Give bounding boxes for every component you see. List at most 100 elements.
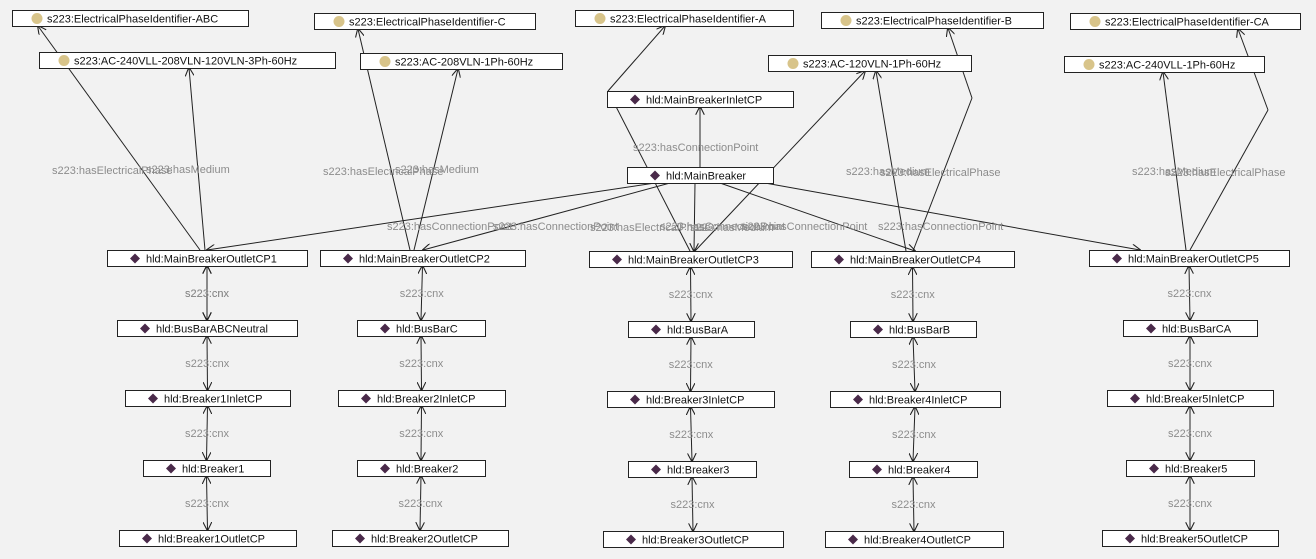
edge-br2-to-out2 <box>420 476 421 530</box>
node-in5[interactable]: hld:Breaker5InletCP <box>1107 390 1274 407</box>
edge-label: s223:cnx <box>669 289 714 301</box>
node-o4[interactable]: hld:MainBreakerOutletCP4 <box>811 251 1015 268</box>
node-out2[interactable]: hld:Breaker2OutletCP <box>332 530 509 547</box>
node-out5[interactable]: hld:Breaker5OutletCP <box>1102 530 1279 547</box>
node-bus4[interactable]: hld:BusBarB <box>850 321 977 338</box>
class-circle-icon <box>1083 59 1095 70</box>
node-label: hld:BusBarB <box>889 325 950 337</box>
edge-label: s223:cnx <box>185 288 230 300</box>
edge-label: s223:cnx <box>399 358 444 370</box>
edge-label: s223:cnx <box>400 288 445 300</box>
node-out4[interactable]: hld:Breaker4OutletCP <box>825 531 1004 548</box>
edge-label: s223:cnx <box>185 288 230 300</box>
node-bus5[interactable]: hld:BusBarCA <box>1123 320 1258 337</box>
node-o5[interactable]: hld:MainBreakerOutletCP5 <box>1089 250 1290 267</box>
edge-label: s223:hasMedium <box>1132 166 1216 178</box>
individual-diamond-icon <box>1125 533 1135 544</box>
node-label: hld:MainBreaker <box>666 171 746 183</box>
node-in3[interactable]: hld:Breaker3InletCP <box>607 391 775 408</box>
edge-o5-to-med240 <box>1163 72 1187 251</box>
edge-label: s223:hasMedium <box>690 222 774 234</box>
edge-mb-to-o3 <box>694 182 695 251</box>
edge-label: s223:hasElectricalPhase <box>1165 167 1285 179</box>
node-phCA[interactable]: s223:ElectricalPhaseIdentifier-CA <box>1070 13 1301 30</box>
edge-label: s223:hasMedium <box>146 164 230 176</box>
node-o3[interactable]: hld:MainBreakerOutletCP3 <box>589 251 793 268</box>
edges-layer <box>38 26 1269 531</box>
node-phC[interactable]: s223:ElectricalPhaseIdentifier-C <box>314 13 536 30</box>
edge-label: s223:hasMedium <box>395 164 479 176</box>
node-med208[interactable]: s223:AC-208VLN-1Ph-60Hz <box>360 53 563 70</box>
individual-diamond-icon <box>130 253 140 264</box>
node-med120[interactable]: s223:AC-120VLN-1Ph-60Hz <box>768 55 972 72</box>
node-label: hld:Breaker3 <box>667 465 729 477</box>
edge-label: s223:hasMedium <box>846 166 930 178</box>
node-bus2[interactable]: hld:BusBarC <box>357 320 486 337</box>
edge-label: s223:hasConnectionPoint <box>742 221 867 233</box>
edge-mb-to-o4 <box>719 182 915 251</box>
edge-o3-to-phA <box>607 26 691 252</box>
individual-diamond-icon <box>1112 253 1122 264</box>
node-label: s223:ElectricalPhaseIdentifier-B <box>856 16 1012 28</box>
node-in4[interactable]: hld:Breaker4InletCP <box>830 391 1001 408</box>
edge-label: s223:hasElectricalPhase <box>590 222 710 234</box>
edge-o3-to-med120 <box>694 71 865 252</box>
edge-label: s223:cnx <box>1167 288 1212 300</box>
edge-label: s223:cnx <box>892 429 937 441</box>
edge-in2-to-br2 <box>421 406 422 460</box>
edge-br3-to-out3 <box>692 477 693 531</box>
class-circle-icon <box>333 16 345 27</box>
edge-mb-to-o1 <box>207 182 656 250</box>
node-out1[interactable]: hld:Breaker1OutletCP <box>119 530 297 547</box>
class-circle-icon <box>379 56 391 67</box>
node-label: hld:Breaker2InletCP <box>377 394 475 406</box>
individual-diamond-icon <box>1146 323 1156 334</box>
individual-diamond-icon <box>166 463 176 474</box>
edge-br1-to-out1 <box>207 476 208 530</box>
edge-in4-to-br4 <box>913 407 915 461</box>
node-o2[interactable]: hld:MainBreakerOutletCP2 <box>320 250 526 267</box>
node-bus1[interactable]: hld:BusBarABCNeutral <box>117 320 298 337</box>
node-phA[interactable]: s223:ElectricalPhaseIdentifier-A <box>575 10 794 27</box>
node-mbInlet[interactable]: hld:MainBreakerInletCP <box>607 91 794 108</box>
class-circle-icon <box>1089 16 1101 27</box>
node-label: hld:Breaker3OutletCP <box>642 535 749 547</box>
node-in2[interactable]: hld:Breaker2InletCP <box>338 390 506 407</box>
individual-diamond-icon <box>343 253 353 264</box>
node-bus3[interactable]: hld:BusBarA <box>628 321 755 338</box>
node-phB[interactable]: s223:ElectricalPhaseIdentifier-B <box>821 12 1044 29</box>
edge-label: s223:hasConnectionPoint <box>660 221 785 233</box>
node-out3[interactable]: hld:Breaker3OutletCP <box>603 531 784 548</box>
individual-diamond-icon <box>142 533 152 544</box>
individual-diamond-icon <box>651 464 661 475</box>
node-br5[interactable]: hld:Breaker5 <box>1126 460 1255 477</box>
class-circle-icon <box>58 55 70 66</box>
individual-diamond-icon <box>630 94 640 105</box>
individual-diamond-icon <box>148 393 158 404</box>
node-o1[interactable]: hld:MainBreakerOutletCP1 <box>107 250 308 267</box>
edge-label: s223:cnx <box>1168 498 1213 510</box>
node-br3[interactable]: hld:Breaker3 <box>628 461 757 478</box>
edge-o3-to-bus3 <box>691 267 692 321</box>
node-label: hld:BusBarA <box>667 325 729 337</box>
individual-diamond-icon <box>1130 393 1140 404</box>
node-br4[interactable]: hld:Breaker4 <box>849 461 978 478</box>
individual-diamond-icon <box>612 254 622 265</box>
node-med240[interactable]: s223:AC-240VLL-1Ph-60Hz <box>1064 56 1265 73</box>
node-label: hld:MainBreakerOutletCP1 <box>146 254 277 266</box>
edge-label: s223:hasConnectionPoint <box>878 221 1003 233</box>
edge-label: s223:cnx <box>399 428 444 440</box>
node-br1[interactable]: hld:Breaker1 <box>143 460 271 477</box>
edge-label: s223:cnx <box>185 428 230 440</box>
edge-o1-to-med3ph <box>189 68 206 251</box>
node-mb[interactable]: hld:MainBreaker <box>627 167 774 184</box>
edge-bus2-to-in2 <box>421 336 422 390</box>
node-in1[interactable]: hld:Breaker1InletCP <box>125 390 291 407</box>
class-circle-icon <box>594 13 606 24</box>
node-br2[interactable]: hld:Breaker2 <box>357 460 486 477</box>
node-med3ph[interactable]: s223:AC-240VLL-208VLN-120VLN-3Ph-60Hz <box>39 52 336 69</box>
edge-label: s223:cnx <box>398 498 443 510</box>
node-label: hld:Breaker5 <box>1165 464 1227 476</box>
node-phABC[interactable]: s223:ElectricalPhaseIdentifier-ABC <box>12 10 249 27</box>
class-circle-icon <box>31 13 43 24</box>
